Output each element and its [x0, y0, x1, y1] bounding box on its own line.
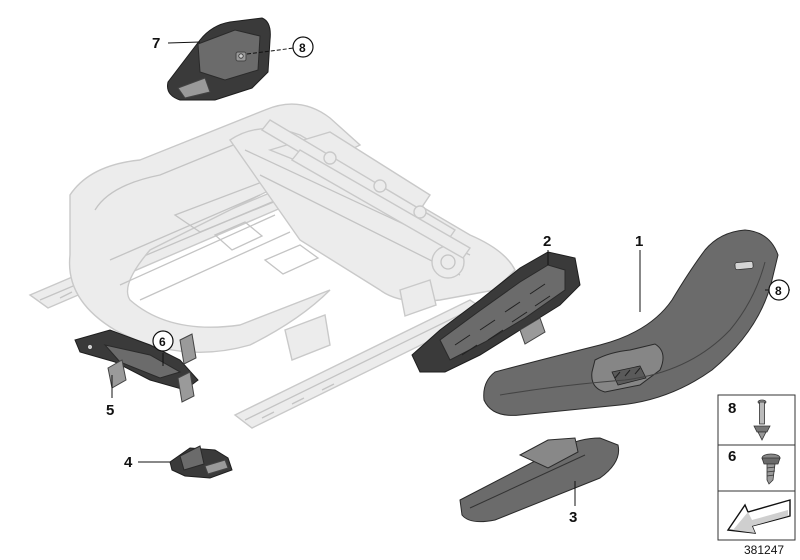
screw-icon [761, 453, 781, 485]
push-rivet-icon [753, 399, 771, 441]
callout-4: 4 [124, 454, 133, 471]
circled-callout-side: 8 [768, 279, 790, 301]
callout-labels: 7 2 1 3 4 5 [106, 35, 643, 526]
circled-callout-bracket: 6 [152, 330, 174, 352]
circled-callout-top: 8 [292, 36, 314, 58]
leader-lines [111, 41, 790, 506]
part-1-side-cover [483, 229, 779, 416]
diagram-reference-number: 381247 [744, 543, 784, 557]
circled-callout-bracket-text: 6 [159, 335, 166, 349]
circled-callout-side-text: 8 [775, 284, 782, 298]
legend-item-8: 8 [728, 400, 736, 417]
part-7-bracket [167, 17, 271, 101]
circled-callout-top-text: 8 [299, 41, 306, 55]
fastener-legend: 8 6 [717, 394, 796, 541]
part-4-clip [169, 445, 233, 479]
direction-arrow-icon [726, 499, 791, 534]
callout-2: 2 [543, 233, 551, 250]
legend-item-6: 6 [728, 448, 736, 465]
callout-5: 5 [106, 402, 114, 419]
callout-3: 3 [569, 509, 577, 526]
seat-frame-ghost [28, 103, 516, 429]
callout-7: 7 [152, 35, 160, 52]
part-5-bracket [74, 329, 199, 403]
part-2-support-plate [411, 251, 581, 373]
part-3-trim-strip [459, 437, 620, 523]
callout-1: 1 [635, 233, 643, 250]
